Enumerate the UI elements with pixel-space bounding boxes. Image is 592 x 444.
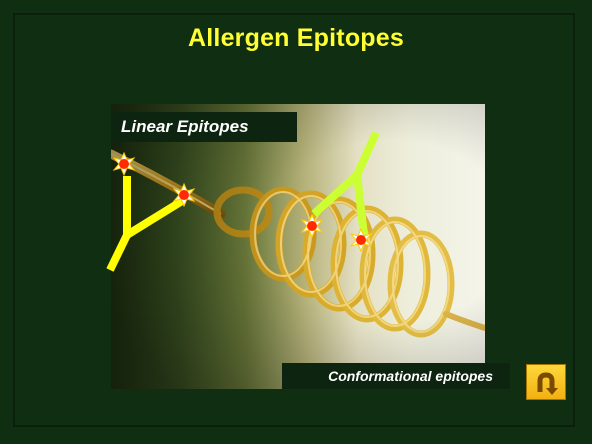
u-turn-arrow-icon: [527, 365, 565, 399]
spring-coil-photo: [111, 104, 485, 389]
return-button[interactable]: [526, 364, 566, 400]
conformational-epitopes-label: Conformational epitopes: [282, 363, 510, 389]
linear-epitopes-label: Linear Epitopes: [111, 112, 297, 142]
slide-title: Allergen Epitopes: [0, 24, 592, 53]
